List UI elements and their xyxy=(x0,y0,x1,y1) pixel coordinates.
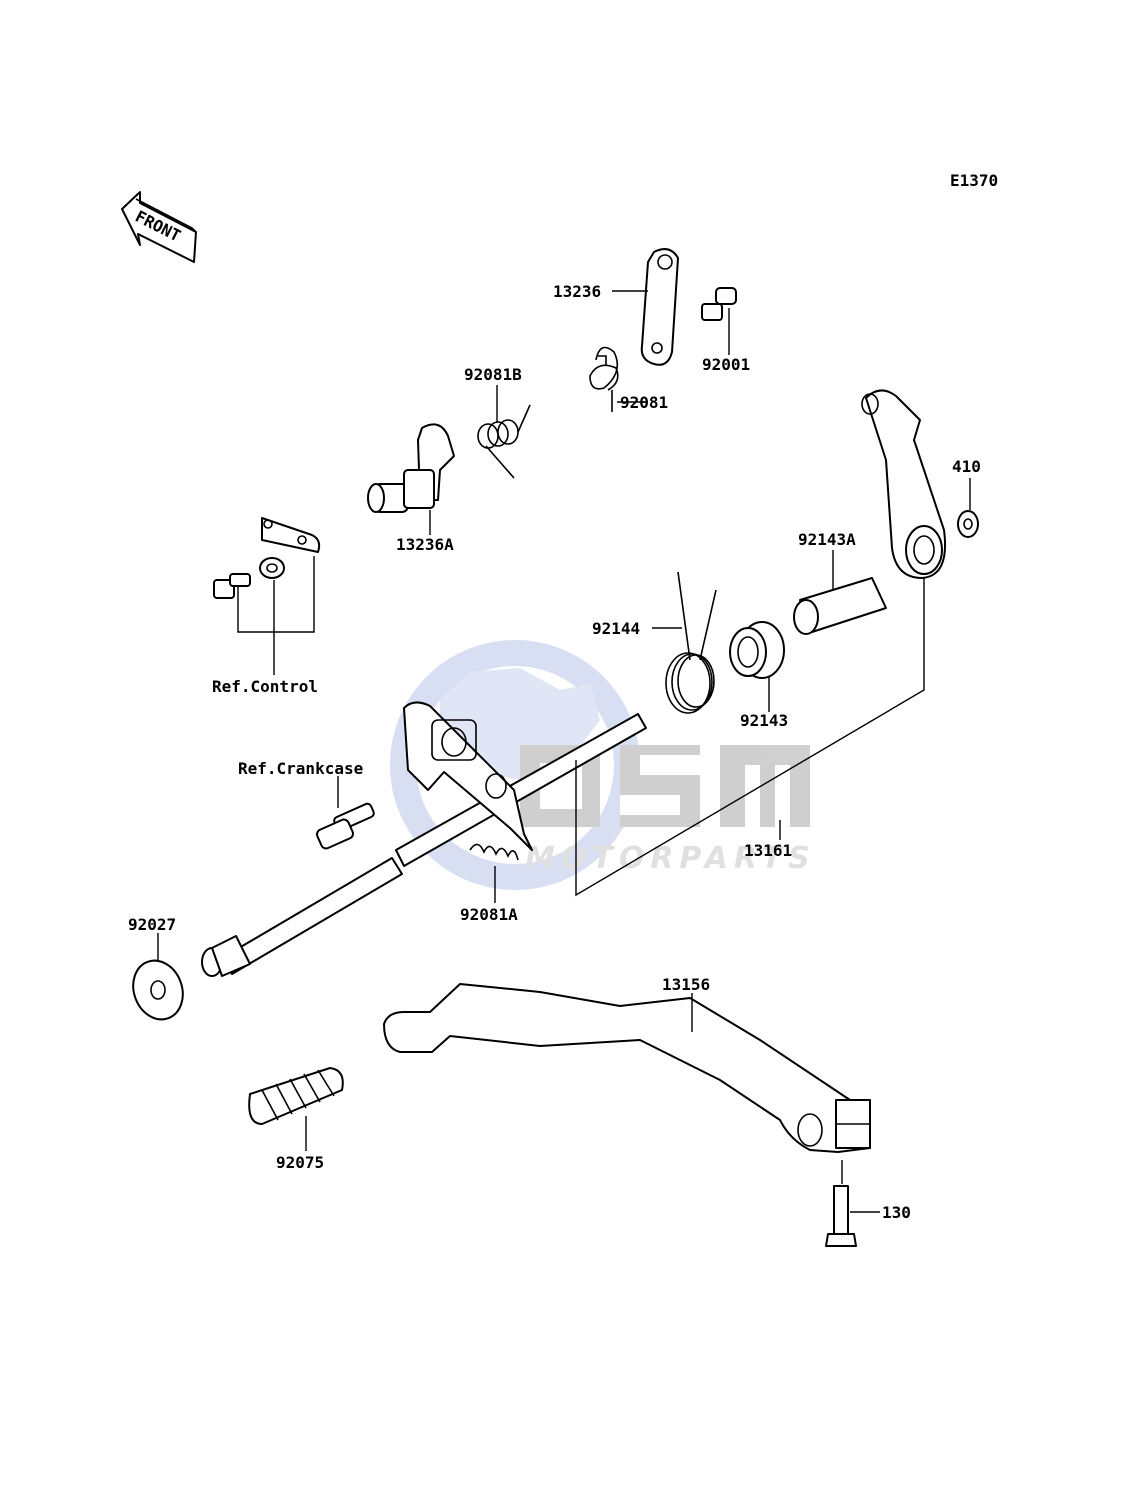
part-13156-pedal xyxy=(383,983,871,1153)
label-ref-crankcase: Ref.Crankcase xyxy=(238,759,363,778)
label-130: 130 xyxy=(882,1203,911,1222)
part-92027-washer xyxy=(132,959,184,1021)
label-92081b: 92081B xyxy=(464,365,522,384)
label-13161: 13161 xyxy=(744,841,792,860)
part-lever-arm xyxy=(861,389,946,579)
label-92075: 92075 xyxy=(276,1153,324,1172)
part-92143a-collar xyxy=(793,577,887,635)
part-shift-plate xyxy=(403,701,533,851)
label-ref-control: Ref.Control xyxy=(212,677,318,696)
part-410-washer xyxy=(957,510,979,538)
part-92001-bolt xyxy=(701,287,737,321)
label-92081: 92081 xyxy=(620,393,668,412)
part-92081a-spring xyxy=(469,843,519,861)
part-92081-spring xyxy=(589,346,619,412)
front-arrow-icon: FRONT xyxy=(121,191,197,263)
diagram-code: E1370 xyxy=(950,171,998,190)
part-92075-rubber xyxy=(248,1067,344,1125)
label-410: 410 xyxy=(952,457,981,476)
part-13236-lever xyxy=(640,248,679,366)
label-13236a: 13236A xyxy=(396,535,454,554)
label-92143a: 92143A xyxy=(798,530,856,549)
label-92001: 92001 xyxy=(702,355,750,374)
part-92081b-spring xyxy=(477,404,531,479)
part-92144-spring xyxy=(665,571,717,714)
label-92081a: 92081A xyxy=(460,905,518,924)
leader-lines xyxy=(157,290,971,1213)
ref-control-parts xyxy=(213,517,321,599)
ref-crankcase-pin xyxy=(316,802,375,850)
part-13161-shaft xyxy=(201,713,647,977)
watermark-text: MOTORPARTS xyxy=(525,841,816,876)
part-130-bolt xyxy=(825,1185,857,1247)
label-92144: 92144 xyxy=(592,619,640,638)
label-92143: 92143 xyxy=(740,711,788,730)
label-92027: 92027 xyxy=(128,915,176,934)
label-13156: 13156 xyxy=(662,975,710,994)
part-92143-bushing xyxy=(729,621,785,679)
part-13236a-cam xyxy=(367,423,455,513)
label-13236: 13236 xyxy=(553,282,601,301)
